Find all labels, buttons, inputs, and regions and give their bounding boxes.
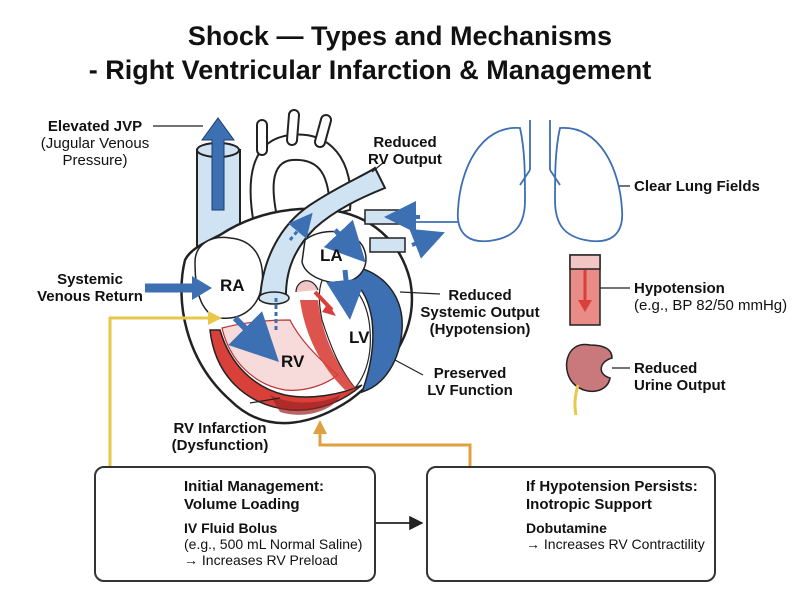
ra-to-rv-arrow	[228, 311, 279, 362]
iv-fluid-effect: → Increases RV Preload	[184, 552, 338, 568]
jvp-subtitle-2: Pressure)	[62, 152, 128, 169]
jvp-label: Elevated JVP (Jugular Venous Pressure)	[30, 118, 160, 169]
reduced-sys-line-2: Systemic Output	[420, 304, 540, 321]
systemic-return-line-1: Systemic	[57, 271, 123, 288]
reduced-systemic-output-label: Reduced Systemic Output (Hypotension)	[415, 287, 545, 338]
persist-heading-1: If Hypotension Persists:	[526, 478, 698, 495]
jvp-arrow	[201, 117, 235, 211]
hypotension-title: Hypotension	[634, 280, 725, 297]
reduced-sys-line-3: (Hypotension)	[429, 321, 531, 338]
systemic-return-label: Systemic Venous Return	[25, 271, 155, 305]
rv-infarction-label: RV Infarction (Dysfunction)	[165, 420, 275, 454]
inotropic-support-box: If Hypotension Persists: Inotropic Suppo…	[426, 466, 716, 582]
initial-heading-1: Initial Management:	[184, 478, 325, 495]
lv-flow-arrow	[326, 269, 366, 320]
mitral-valve	[295, 280, 319, 293]
la-flow-arrow	[323, 219, 366, 263]
iv-fluid-example: (e.g., 500 mL Normal Saline)	[184, 536, 363, 552]
reduced-urine-line-1: Reduced	[634, 360, 698, 377]
reduced-rv-line-1: Reduced	[373, 134, 437, 151]
rv-infarction-line-1: RV Infarction	[173, 420, 267, 437]
initial-management-box: Initial Management: Volume Loading IV Fl…	[94, 466, 376, 582]
reduced-rv-line-2: RV Output	[368, 151, 442, 168]
initial-heading-2: Volume Loading	[184, 496, 300, 513]
reduced-rv-output-label: Reduced RV Output	[360, 134, 450, 168]
persist-heading-2: Inotropic Support	[526, 496, 652, 513]
rv-infarction-line-2: (Dysfunction)	[171, 437, 269, 454]
pulmonary-veins	[364, 201, 445, 259]
hypotension-label: Hypotension (e.g., BP 82/50 mmHg)	[634, 280, 787, 314]
systemic-return-line-2: Venous Return	[37, 288, 143, 305]
title-line-2: - Right Ventricular Infarction & Managem…	[88, 55, 652, 85]
title-line-1: Shock — Types and Mechanisms	[187, 21, 613, 51]
reduced-urine-line-2: Urine Output	[634, 377, 726, 394]
la-label: LA	[320, 246, 343, 265]
orange-connector	[318, 432, 472, 466]
jvp-title: Elevated JVP	[47, 118, 143, 135]
aorta	[249, 109, 352, 231]
rv-label: RV	[281, 352, 305, 371]
reduced-sys-line-1: Reduced	[448, 287, 512, 304]
preserved-line-2: LV Function	[427, 382, 513, 399]
dobutamine: Dobutamine	[526, 520, 607, 536]
preserved-lv-label: Preserved LV Function	[420, 365, 520, 399]
hypotension-subtitle: (e.g., BP 82/50 mmHg)	[634, 297, 788, 314]
reduced-urine-label: Reduced Urine Output	[634, 360, 726, 394]
lungs	[412, 120, 623, 243]
jvp-subtitle-1: (Jugular Venous	[40, 135, 150, 152]
clear-lung-fields-label: Clear Lung Fields	[634, 178, 760, 195]
preserved-line-1: Preserved	[433, 365, 507, 382]
artery-vessel	[569, 254, 601, 326]
iv-fluid-bolus: IV Fluid Bolus	[184, 520, 278, 536]
dobutamine-effect: → Increases RV Contractility	[526, 536, 705, 552]
kidney-icon	[565, 343, 613, 416]
pulmonary-artery	[258, 166, 387, 330]
lv-label: LV	[349, 328, 370, 347]
ra-label: RA	[220, 276, 245, 295]
yellow-connector	[108, 316, 210, 466]
